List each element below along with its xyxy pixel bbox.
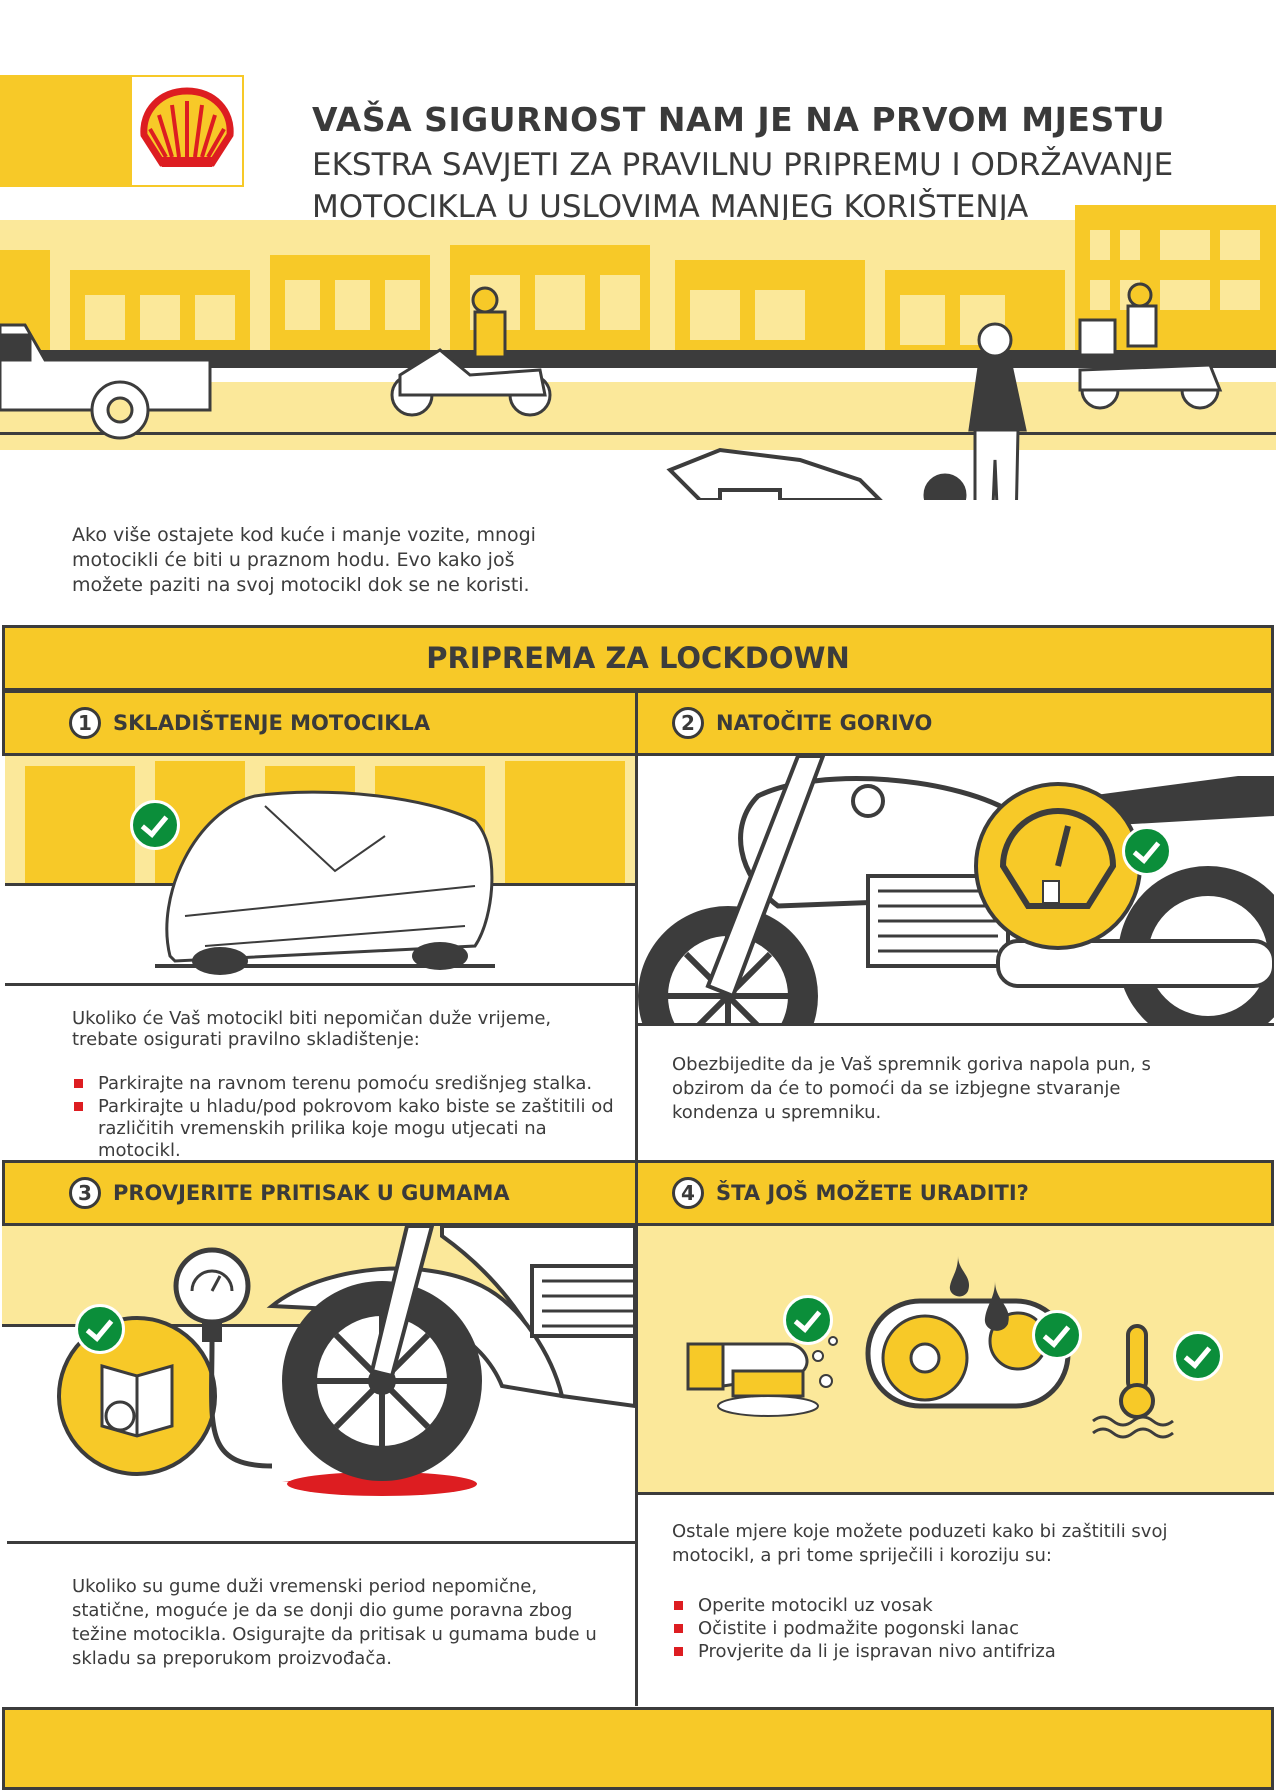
step-4-antifreeze-check-icon [1173,1331,1223,1381]
step-2-title: NATOČITE GORIVO [716,711,933,735]
column-divider [635,756,638,1706]
section-title-bar: PRIPREMA ZA LOCKDOWN [2,625,1274,691]
intro-text: Ako više ostajete kod kuće i manje vozit… [72,524,536,596]
page-title: VAŠA SIGURNOST NAM JE NA PRVOM MJESTU [312,100,1166,139]
shell-logo-icon [140,87,234,167]
subtitle-line-1: EKSTRA SAVJETI ZA PRAVILNU PRIPREMU I OD… [312,147,1174,183]
footer-band [2,1707,1274,1790]
step-3-check-icon [75,1304,125,1354]
step-1-text: Ukoliko će Vaš motocikl biti nepomičan d… [72,1008,552,1050]
step-2-illustration [638,756,1274,1026]
step-4-illustration [638,1226,1274,1495]
step-2-check-icon [1122,826,1172,876]
step-4-wash-check-icon [783,1295,833,1345]
step-3-header: 3 PROVJERITE PRITISAK U GUMAMA [2,1160,638,1226]
step-2-text: Obezbijedite da je Vaš spremnik goriva n… [672,1054,1151,1123]
step-3-text: Ukoliko su gume duži vremenski period ne… [72,1576,597,1669]
step-2-header: 2 NATOČITE GORIVO [635,690,1274,756]
step-1-header: 1 SKLADIŠTENJE MOTOCIKLA [2,690,638,756]
logo-box [130,75,244,187]
subtitle-line-2: MOTOCIKLA U USLOVIMA MANJEG KORIŠTENJA [312,189,1029,225]
street-illustration [0,205,1276,500]
page-subtitle: EKSTRA SAVJETI ZA PRAVILNU PRIPREMU I OD… [312,144,1173,228]
step-4-chain-check-icon [1032,1310,1082,1360]
step-4-bullets: Operite motocikl uz vosak Očistite i pod… [672,1595,1232,1664]
step-1-bullet-2: Parkirajte u hladu/pod pokrovom kako bis… [72,1096,632,1162]
step-4-bullet-3: Provjerite da li je ispravan nivo antifr… [672,1641,1232,1663]
step-3-number: 3 [69,1177,101,1209]
header-band [0,75,130,187]
step-1-number: 1 [69,707,101,739]
step-3-title: PROVJERITE PRITISAK U GUMAMA [113,1181,510,1205]
step-4-text: Ostale mjere koje možete poduzeti kako b… [672,1521,1168,1566]
step-4-title: ŠTA JOŠ MOŽETE URADITI? [716,1181,1029,1205]
step-2-number: 2 [672,707,704,739]
section-title: PRIPREMA ZA LOCKDOWN [426,641,850,675]
step-1-illustration [5,756,635,986]
step-1-bullets: Parkirajte na ravnom terenu pomoću sredi… [72,1073,632,1163]
step-2-divider [638,1023,1274,1026]
step-4-bullet-1: Operite motocikl uz vosak [672,1595,1232,1617]
step-1-check-icon [130,800,180,850]
step-4-header: 4 ŠTA JOŠ MOŽETE URADITI? [635,1160,1274,1226]
step-4-bullet-2: Očistite i podmažite pogonski lanac [672,1618,1232,1640]
step-4-number: 4 [672,1177,704,1209]
step-3-illustration [2,1226,635,1544]
step-1-bullet-1: Parkirajte na ravnom terenu pomoću sredi… [72,1073,632,1095]
step-1-title: SKLADIŠTENJE MOTOCIKLA [113,711,431,735]
